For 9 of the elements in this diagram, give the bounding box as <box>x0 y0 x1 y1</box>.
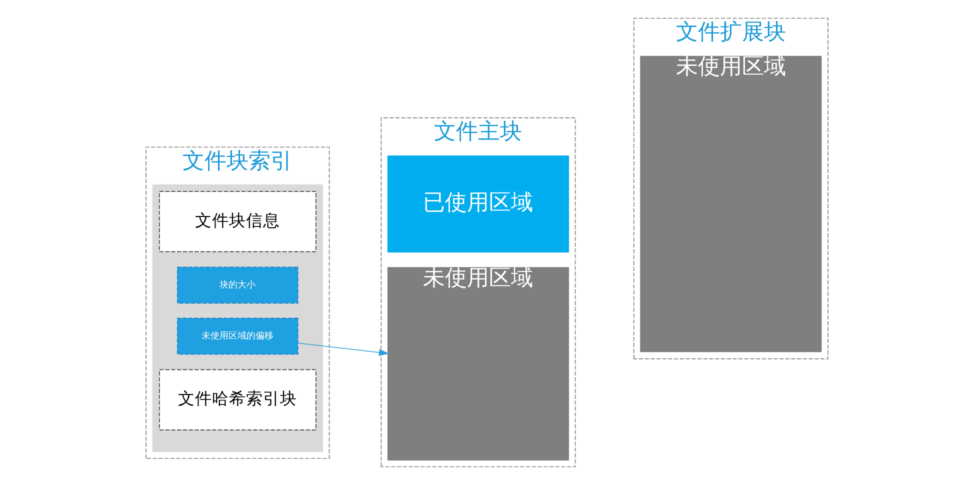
node-box: 已使用区域 <box>386 155 568 253</box>
node-box: 块的大小 <box>176 266 298 304</box>
node-box: 未使用区域 <box>386 267 568 460</box>
node-box: 文件哈希索引块 <box>158 369 316 430</box>
node-box: 未使用区域 <box>640 56 822 352</box>
cluster <box>152 184 322 452</box>
arrow <box>297 342 389 356</box>
node-box: 未使用区域的偏移 <box>176 318 298 355</box>
node-box: 文件块信息 <box>158 191 316 252</box>
